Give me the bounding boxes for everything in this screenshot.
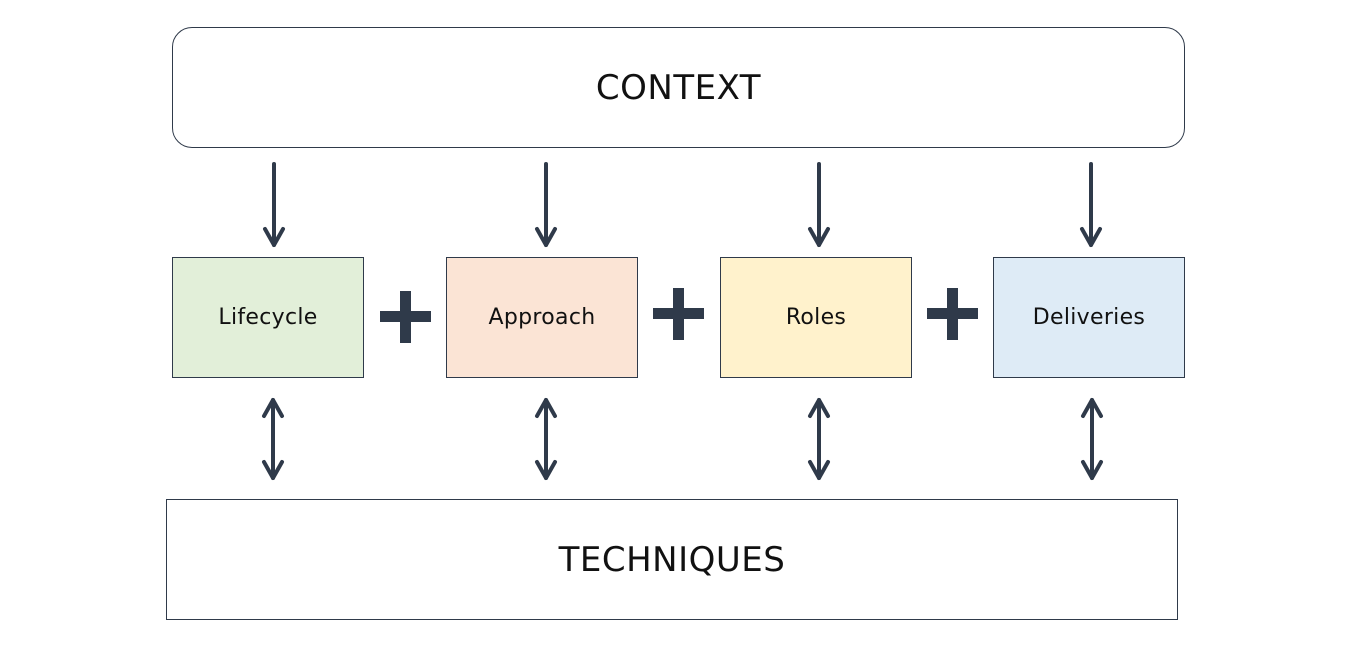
down-arrow-icon [535, 162, 557, 247]
techniques-label: TECHNIQUES [558, 539, 786, 580]
lifecycle-label: Lifecycle [218, 305, 318, 330]
plus-icon [927, 288, 978, 340]
down-arrow-icon [1080, 162, 1102, 247]
down-arrow-icon [808, 162, 830, 247]
down-arrow-icon [263, 162, 285, 247]
lifecycle-box: Lifecycle [172, 257, 364, 378]
context-box: CONTEXT [172, 27, 1185, 148]
deliveries-label: Deliveries [1032, 305, 1146, 330]
techniques-box: TECHNIQUES [166, 499, 1178, 620]
roles-box: Roles [720, 257, 912, 378]
context-label: CONTEXT [595, 67, 762, 108]
plus-icon [653, 288, 704, 340]
plus-icon [380, 291, 431, 343]
approach-label: Approach [488, 305, 596, 330]
deliveries-box: Deliveries [993, 257, 1185, 378]
double-arrow-icon [808, 398, 830, 480]
roles-label: Roles [785, 305, 847, 330]
approach-box: Approach [446, 257, 638, 378]
double-arrow-icon [1081, 398, 1103, 480]
double-arrow-icon [262, 398, 284, 480]
double-arrow-icon [535, 398, 557, 480]
